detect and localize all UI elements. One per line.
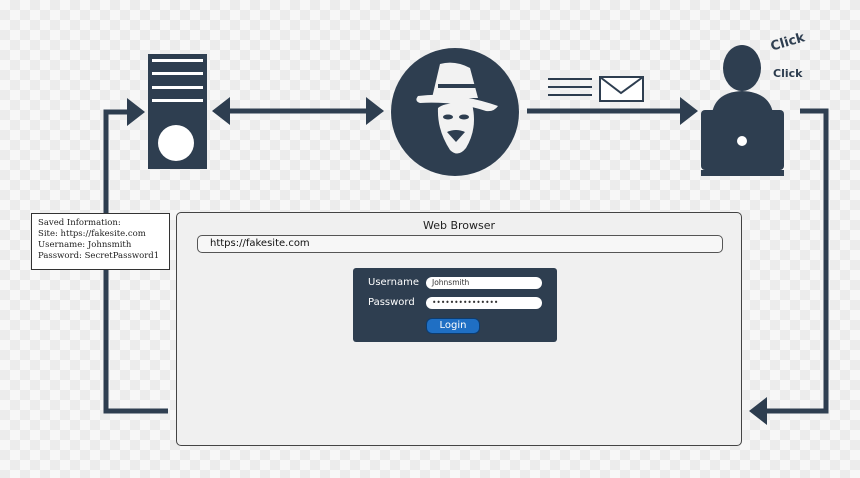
password-label: Password — [368, 297, 415, 308]
click-text-2: Click — [773, 67, 803, 80]
saved-info-heading: Saved Information: — [38, 218, 121, 228]
address-bar[interactable]: https://fakesite.com — [197, 235, 723, 253]
web-browser-window: Web Browser https://fakesite.com Usernam… — [176, 212, 742, 446]
username-field[interactable]: Johnsmith — [426, 277, 542, 289]
login-button[interactable]: Login — [426, 318, 480, 334]
login-form: Username Johnsmith Password ••••••••••••… — [353, 268, 557, 342]
saved-info-site: Site: https://fakesite.com — [38, 229, 146, 239]
saved-information-note: Saved Information: Site: https://fakesit… — [31, 213, 170, 270]
server-icon — [148, 54, 207, 169]
anonymous-hacker-icon — [391, 48, 519, 176]
loop-arrow-to-browser — [749, 108, 829, 425]
saved-info-username: Username: Johnsmith — [38, 240, 132, 250]
password-field[interactable]: ••••••••••••••• — [426, 297, 542, 309]
browser-title: Web Browser — [422, 219, 496, 232]
username-label: Username — [368, 277, 419, 288]
arrow-hacker-to-user — [527, 97, 698, 125]
saved-info-password: Password: SecretPassword1 — [38, 251, 160, 261]
double-arrow-server-hacker — [212, 97, 384, 125]
envelope-icon — [548, 76, 644, 102]
user-with-laptop-icon — [701, 45, 784, 176]
